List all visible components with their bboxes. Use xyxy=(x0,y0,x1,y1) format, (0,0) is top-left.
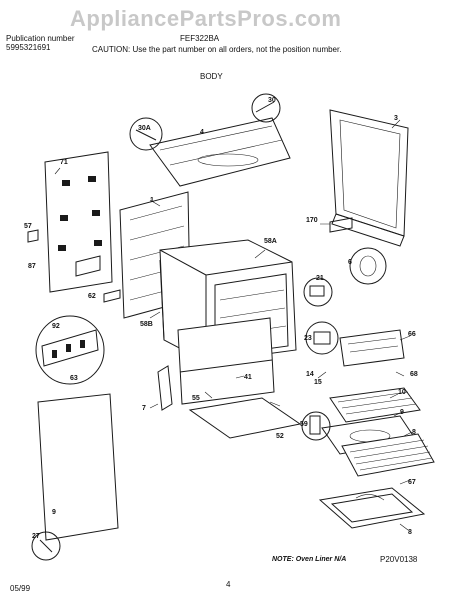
part-59-detail xyxy=(301,411,331,441)
section-title: BODY xyxy=(200,72,223,81)
model-number: FEF322BA xyxy=(180,34,220,43)
caution-text: CAUTION: Use the part number on all orde… xyxy=(92,45,342,54)
part-6-detail xyxy=(349,247,387,285)
callout-68: 68 xyxy=(410,371,418,378)
leader-lines xyxy=(54,119,413,531)
publication-label: Publication number xyxy=(6,34,75,43)
publication-number: 5995321691 xyxy=(6,43,51,52)
part-7-handle xyxy=(157,365,173,411)
callout-10: 10 xyxy=(398,389,406,396)
part-62-bracket xyxy=(103,289,121,303)
callout-8-bottom: 8 xyxy=(408,529,412,536)
footer-date: 05/99 xyxy=(10,584,31,593)
top-cover-panel xyxy=(149,117,291,187)
footer-note: NOTE: Oven Liner N/A xyxy=(272,556,347,563)
callout-92: 92 xyxy=(52,323,60,330)
callout-1: 1 xyxy=(150,197,154,204)
callout-87: 87 xyxy=(28,263,36,270)
callout-27: 27 xyxy=(32,533,40,540)
callout-71: 71 xyxy=(60,159,68,166)
part-30-detail xyxy=(251,93,281,123)
part-170-hinge xyxy=(329,217,353,233)
part-30a-detail xyxy=(129,117,163,151)
callout-59: 59 xyxy=(300,421,308,428)
lower-frame xyxy=(177,317,275,405)
callout-58a: 58A xyxy=(264,238,277,245)
callout-55: 55 xyxy=(192,395,200,402)
callout-41: 41 xyxy=(244,374,252,381)
callout-30: 30 xyxy=(268,97,276,104)
callout-4: 4 xyxy=(200,129,204,136)
callout-62: 62 xyxy=(88,293,96,300)
callout-8: 8 xyxy=(412,429,416,436)
callout-14: 14 xyxy=(306,371,314,378)
right-side-panel xyxy=(329,109,409,247)
callout-30a: 30A xyxy=(138,125,151,132)
storage-drawer xyxy=(318,487,426,529)
callout-15: 15 xyxy=(314,379,322,386)
callout-66: 66 xyxy=(408,331,416,338)
callout-7: 7 xyxy=(142,405,146,412)
oven-rack xyxy=(341,433,435,477)
part-21-detail xyxy=(303,277,333,307)
part-57-clip xyxy=(27,229,39,243)
watermark-text: AppliancePartsPros.com xyxy=(70,6,342,31)
callout-3-top: 3 xyxy=(394,115,398,122)
callout-9: 9 xyxy=(400,409,404,416)
page-number: 4 xyxy=(226,580,231,589)
callout-6: 6 xyxy=(348,259,352,266)
broiler-pan-insert xyxy=(329,387,421,423)
control-bracket-detail xyxy=(35,315,105,385)
diagram-code: P20V0138 xyxy=(380,555,418,564)
callout-63: 63 xyxy=(70,375,78,382)
callout-57: 57 xyxy=(24,223,32,230)
callout-170: 170 xyxy=(306,217,318,224)
part-27-detail xyxy=(31,531,61,561)
left-side-panel xyxy=(37,393,119,541)
callout-21: 21 xyxy=(316,275,324,282)
callout-58b: 58B xyxy=(140,321,153,328)
callout-52: 52 xyxy=(276,433,284,440)
callout-23: 23 xyxy=(304,335,312,342)
callout-9-left: 9 xyxy=(52,509,56,516)
back-panel xyxy=(44,151,113,293)
broil-element xyxy=(339,329,405,367)
callout-67: 67 xyxy=(408,479,416,486)
bottom-panel xyxy=(188,397,302,439)
part-23-detail xyxy=(305,321,339,355)
